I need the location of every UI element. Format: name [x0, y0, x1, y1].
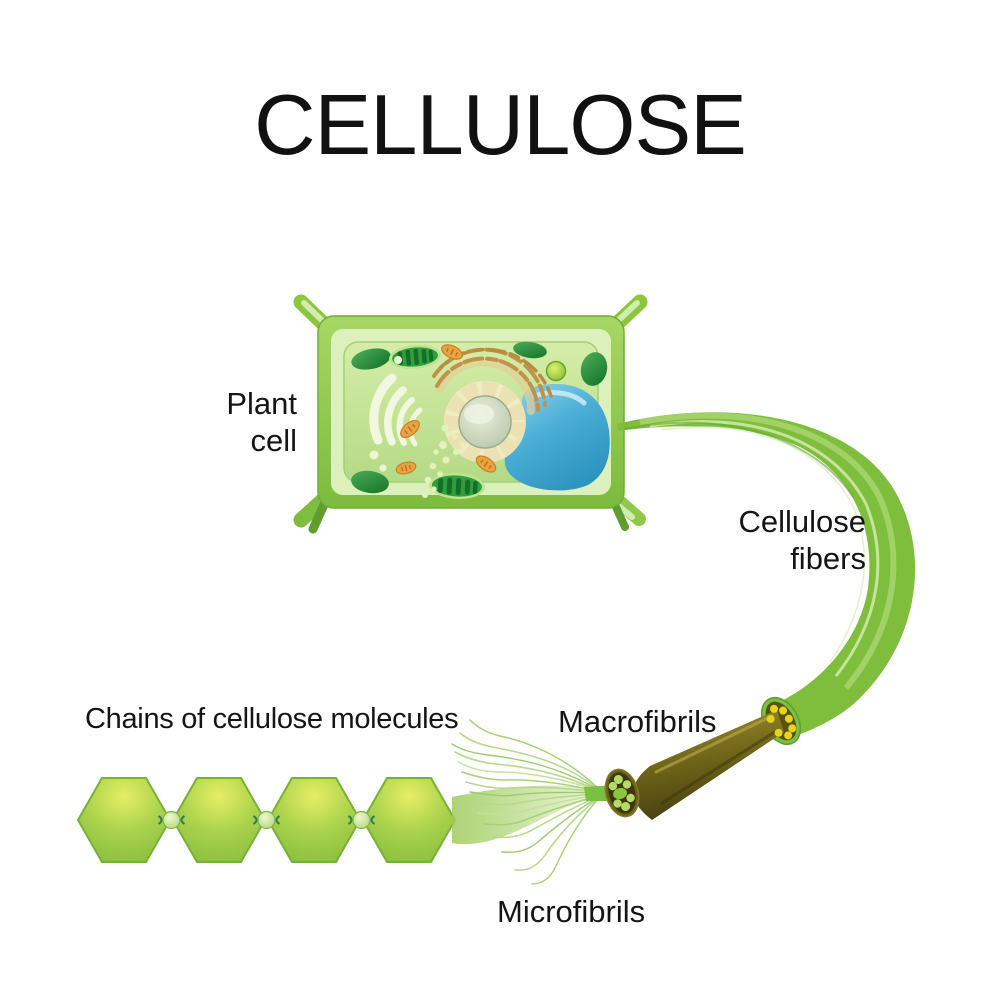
plant-cell-label-line1: Plant [226, 386, 297, 421]
microfibril-stub-core [613, 787, 627, 800]
cellulose-fiber-tube [617, 412, 916, 746]
cellulose-molecule-hexagon [77, 777, 171, 863]
plant-cell-illustration [293, 294, 648, 534]
macrofibril-cone [633, 710, 784, 820]
cellulose-fibers-label-line2: fibers [790, 540, 866, 576]
plant-cell-label: Plant cell [226, 386, 297, 459]
page-title: CELLULOSE [254, 78, 747, 173]
striped-chloroplast-bottom [429, 472, 485, 500]
macrofibril-cut-end [604, 768, 640, 818]
cytoplasm-granules [422, 424, 465, 498]
microfibril-funnel [452, 785, 596, 845]
microfibril-dots [608, 774, 635, 812]
fiber-cut-macrofibril-dots [766, 704, 797, 740]
microfibrils-label: Microfibrils [497, 894, 646, 929]
cellulose-fibers-label-line1: Cellulose [738, 504, 866, 539]
plant-cell-label-line2: cell [250, 422, 297, 458]
peroxisome [545, 360, 567, 382]
microfibril-threads [451, 719, 598, 885]
chains-of-cellulose-molecules-label: Chains of cellulose molecules [85, 703, 459, 735]
cellulose-molecule-hexagon [172, 777, 266, 863]
glycosidic-links [157, 810, 376, 830]
golgi-apparatus [369, 356, 423, 472]
cellulose-molecule-hexagon [362, 777, 456, 863]
nucleus [444, 381, 526, 463]
cellulose-fibers-label: Cellulose fibers [738, 504, 866, 577]
macrofibrils-label: Macrofibrils [558, 704, 717, 739]
mitochondria [395, 344, 497, 475]
cellulose-molecule-hexagon [267, 777, 361, 863]
cellulose-chain [77, 777, 456, 863]
chloroplasts [351, 341, 608, 494]
vacuole-highlight [532, 390, 587, 406]
